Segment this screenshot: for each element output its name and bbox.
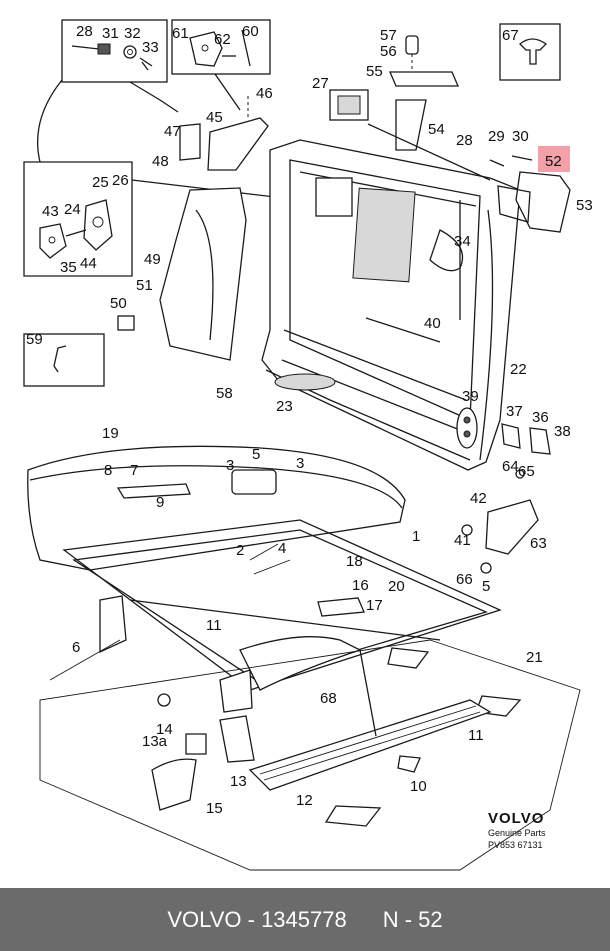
callout-17: 17 [366,597,383,614]
callout-42: 42 [470,490,487,507]
callout-54: 54 [428,121,445,138]
parts-diagram: VOLVO Genuine Parts PV853 67131 28 31 32… [23,19,593,871]
callout-45: 45 [206,109,223,126]
callout-66: 66 [456,571,473,588]
callout-labels: 28 31 32 33 61 62 60 57 56 55 67 46 27 4… [26,23,593,817]
side-panel-49 [117,187,247,361]
callout-29: 29 [488,128,505,145]
callout-35: 35 [60,259,77,276]
footer-part-number: VOLVO - 1345778 [167,906,347,932]
callout-52: 52 [545,153,562,170]
seat-cushion [27,445,406,571]
latch-52-cover [489,155,571,233]
highlight-52-bg [538,146,570,172]
callout-28-b: 28 [456,132,473,149]
callout-32: 32 [124,25,141,42]
callout-30: 30 [512,128,529,145]
footer-bar: VOLVO - 1345778 N - 52 [0,888,610,951]
callout-59: 59 [26,331,43,348]
footer-ref: N - 52 [382,906,443,932]
callout-24: 24 [64,201,81,218]
callout-3-a: 3 [226,457,234,474]
callout-38: 38 [554,423,571,440]
callout-8: 8 [104,462,112,479]
callout-40: 40 [424,315,441,332]
callout-26: 26 [112,172,129,189]
callout-63: 63 [530,535,547,552]
callout-20: 20 [388,578,405,595]
callout-34: 34 [454,233,471,250]
callout-64: 64 [502,458,519,475]
callout-36: 36 [532,409,549,426]
callout-22: 22 [510,361,527,378]
callout-55: 55 [366,63,383,80]
callout-65: 65 [518,463,535,480]
callout-53: 53 [576,197,593,214]
callout-67: 67 [502,27,519,44]
callout-44: 44 [80,255,97,272]
callout-14: 14 [156,721,173,738]
brand-logo: VOLVO [488,810,544,827]
callout-58: 58 [216,385,233,402]
callout-21: 21 [526,649,543,666]
callout-19: 19 [102,425,119,442]
callout-27: 27 [312,75,329,92]
callout-28: 28 [76,23,93,40]
callout-31: 31 [102,25,119,42]
callout-50: 50 [110,295,127,312]
right-brackets [461,423,551,574]
callout-11-a: 11 [206,617,222,634]
callout-48: 48 [152,153,169,170]
callout-18: 18 [346,553,363,570]
callout-15: 15 [206,800,223,817]
brand-tagline: Genuine Parts [488,828,546,838]
callout-46: 46 [256,85,273,102]
callout-68: 68 [320,690,337,707]
callout-60: 60 [242,23,259,40]
brand-code: PV853 67131 [488,840,543,850]
callout-43: 43 [42,203,59,220]
callout-11-b: 11 [468,727,484,744]
callout-10: 10 [410,778,427,795]
hinge-bracket-45 [179,96,269,171]
callout-41: 41 [454,532,471,549]
callout-62: 62 [214,31,231,48]
upper-mount [329,35,459,151]
callout-56: 56 [380,43,397,60]
volvo-brand: VOLVO Genuine Parts PV853 67131 [488,810,546,850]
callout-49: 49 [144,251,161,268]
detail-box-lock [23,161,133,277]
callout-4: 4 [278,540,286,557]
callout-47: 47 [164,123,181,140]
callout-1: 1 [412,528,420,545]
detail-box-clip-59 [23,333,105,387]
callout-13a: 13a [142,733,168,750]
callout-6: 6 [72,639,80,656]
callout-25: 25 [92,174,109,191]
callout-13: 13 [230,773,247,790]
callout-51: 51 [136,277,153,294]
callout-16: 16 [352,577,369,594]
callout-23: 23 [276,398,293,415]
callout-3-b: 3 [296,455,304,472]
detail-box-clip-67 [499,23,561,81]
callout-33: 33 [142,39,159,56]
callout-9: 9 [156,494,164,511]
callout-57: 57 [380,27,397,44]
seat-back-frame [261,139,521,471]
callout-5-b: 5 [482,578,490,595]
seat-frame [62,519,502,713]
front-brackets [151,693,421,811]
detail-box-fasteners [61,19,168,83]
callout-61: 61 [172,25,189,42]
detail-box-bracket [171,19,271,75]
callout-7: 7 [130,462,138,479]
callout-39: 39 [462,388,479,405]
callout-12: 12 [296,792,313,809]
callout-2: 2 [236,542,244,559]
sill-trim [248,649,492,791]
callout-37: 37 [506,403,523,420]
callout-5-a: 5 [252,446,260,463]
